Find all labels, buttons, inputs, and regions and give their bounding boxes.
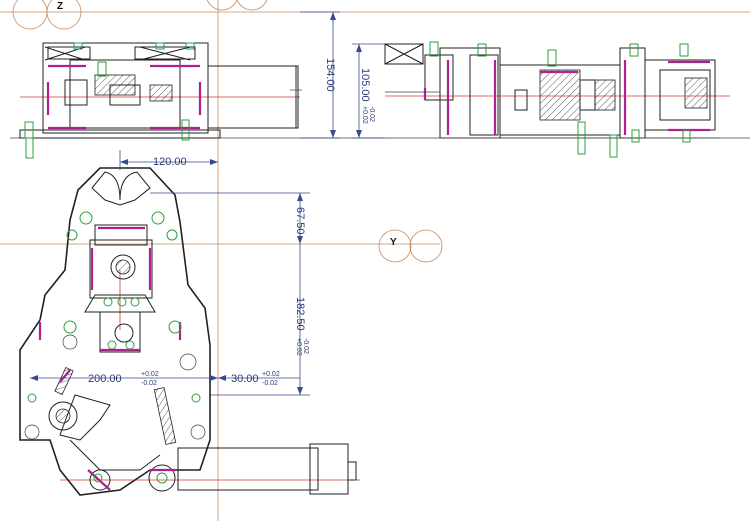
dim-105-tol-lower: -0.02 — [368, 106, 375, 122]
front-view — [19, 167, 357, 496]
dim-154-text: 154.00 — [324, 58, 336, 92]
view-y-label: Y — [390, 237, 397, 248]
dim-200-tol-upper: +0.02 — [141, 371, 159, 378]
dim-120-text: 120.00 — [153, 156, 187, 168]
dim-30-tol-lower: -0.02 — [262, 380, 278, 387]
view-z-label: Z — [57, 1, 63, 12]
dimension-200: 200.00 +0.02 -0.02 — [30, 371, 218, 387]
top-view-left — [19, 42, 302, 159]
side-view-right — [384, 41, 720, 158]
dimension-30: 30.00 +0.02 -0.02 — [218, 371, 300, 387]
view-label-y: Y — [378, 229, 443, 263]
dimension-154: 154.00 — [300, 11, 340, 139]
view-label-z: Z — [12, 0, 268, 30]
dimension-182: 182.50 +0.02 -0.02 — [210, 244, 310, 396]
dim-105-text: 105.00 — [359, 68, 371, 102]
dim-182-text: 182.50 — [294, 297, 306, 331]
dim-200-text: 200.00 — [88, 373, 122, 385]
dimension-67: 67.50 — [150, 192, 310, 244]
dimension-120: 120.00 — [119, 150, 218, 170]
dim-105-tol-upper: +0.02 — [361, 106, 368, 124]
dim-200-tol-lower: -0.02 — [141, 380, 157, 387]
dim-182-tol-lower: -0.02 — [302, 338, 309, 354]
dimension-105: 105.00 +0.02 -0.02 — [352, 43, 385, 139]
dim-30-tol-upper: +0.02 — [262, 371, 280, 378]
dim-30-text: 30.00 — [231, 373, 259, 385]
dim-182-tol-upper: +0.02 — [295, 338, 302, 356]
dim-67-text: 67.50 — [294, 207, 306, 235]
